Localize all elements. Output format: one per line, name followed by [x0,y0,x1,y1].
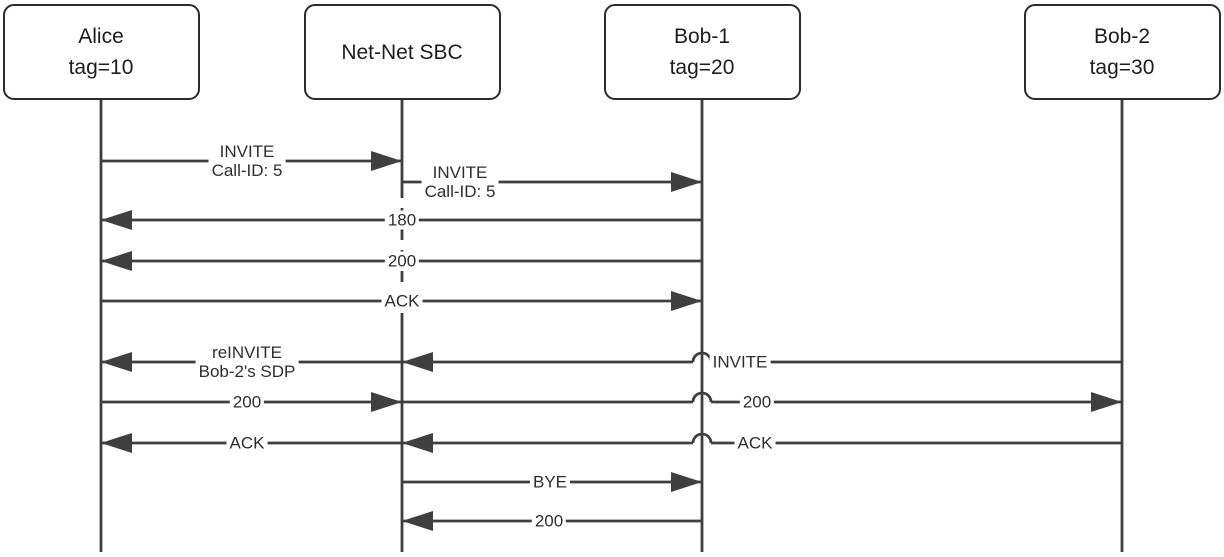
message-label-text: 180 [387,210,417,230]
message-arrowhead-right [671,172,702,192]
message-arrowhead-right [671,472,702,492]
message-arrowhead-left [402,352,433,372]
message-label: 200 [739,392,775,412]
message-label-text: 200 [534,511,564,531]
message-arrowhead-left [402,433,433,453]
participant-title: Bob-1 [673,25,731,48]
participant-title: Bob-2 [1093,25,1151,48]
message-label-text: ACK [384,291,420,311]
message-arrowhead-left [101,210,132,230]
hop-arc [691,391,713,403]
message-label-text: 200 [742,392,772,412]
message-label: 200 [531,511,567,531]
message-arrowhead-left [101,352,132,372]
participant-tag: tag=30 [1089,56,1155,79]
message-arrowhead-left [402,511,433,531]
message-arrowhead-left [101,251,132,271]
message-arrowhead-right [371,392,402,412]
message-arrowhead-right [1091,392,1122,412]
message-arrowhead-left [101,433,132,453]
message-label: INVITE [709,352,771,372]
message-sublabel-text: Call-ID: 5 [211,161,283,180]
participant-box-sbc: Net-Net SBC [303,4,501,100]
message-label: ACK [226,433,268,453]
participant-tag: tag=20 [669,56,735,79]
participant-title: Net-Net SBC [341,40,463,64]
message-label-text: reINVITE [212,343,282,362]
message-label: 180 [384,210,420,230]
message-arrowhead-right [371,151,402,171]
message-label-text: BYE [532,472,568,492]
message-label: ACK [381,291,423,311]
message-label: ACK [734,433,776,453]
message-label-text: INVITE [219,142,275,161]
participant-title: Alice [78,25,124,48]
participant-box-alice: Alice tag=10 [2,4,200,100]
message-label: 200 [384,251,420,271]
message-sublabel-text: Bob-2's SDP [198,362,296,381]
participant-box-bob2: Bob-2 tag=30 [1023,4,1221,100]
message-sublabel-text: Call-ID: 5 [424,182,496,201]
hop-arc [691,432,713,444]
message-label-text: ACK [737,433,773,453]
participant-tag: tag=10 [68,56,134,79]
participant-box-bob1: Bob-1 tag=20 [603,4,801,100]
message-label-text: INVITE [712,352,768,372]
message-label: 200 [229,392,265,412]
message-arrowhead-right [671,291,702,311]
message-label-text: INVITE [432,163,488,182]
message-label-text: ACK [229,433,265,453]
message-label-text: 200 [232,392,262,412]
message-label-text: 200 [387,251,417,271]
message-label: BYE [529,472,571,492]
